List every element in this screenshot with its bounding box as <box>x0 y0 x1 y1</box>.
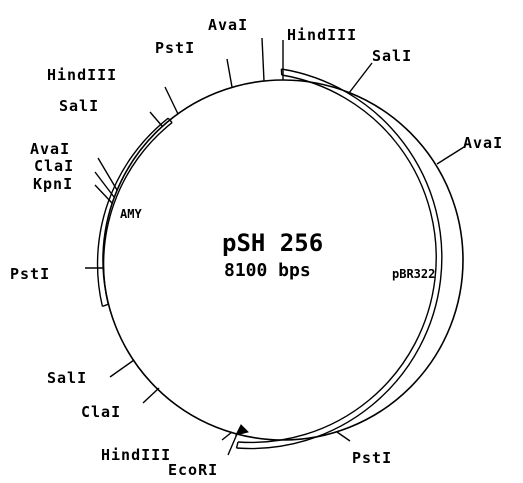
site-label-sal1-upperleft: SalI <box>59 97 99 115</box>
tick-hind3-upperleft <box>164 86 179 115</box>
site-label-ecor1: EcoRI <box>168 461 218 479</box>
tick-ava1-top <box>261 37 265 82</box>
tick-pst1-bottomright <box>336 431 351 442</box>
site-label-pst1-bottomright: PstI <box>352 449 392 467</box>
tick-cla1-left <box>94 171 115 198</box>
tick-ava1-right <box>436 146 465 165</box>
plasmid-size: 8100 bps <box>224 260 311 281</box>
tick-ava1-left <box>97 157 118 191</box>
site-label-pst1-top: PstI <box>155 39 195 57</box>
site-label-hind3-bottom: HindIII <box>101 446 171 464</box>
region-label-pbr322: pBR322 <box>392 267 435 281</box>
tick-kpn1 <box>94 184 113 204</box>
site-label-cla1-bottom: ClaI <box>81 403 121 421</box>
site-label-sal1-bottomleft: SalI <box>47 369 87 387</box>
plasmid-name: pSH 256 <box>222 229 323 257</box>
tick-hind3-bottom <box>221 431 233 441</box>
site-label-kpn1: KpnI <box>33 175 73 193</box>
site-ticks <box>85 37 465 456</box>
tick-ecor1 <box>227 433 238 456</box>
site-label-hind3-upperleft: HindIII <box>47 66 117 84</box>
site-label-cla1-left: ClaI <box>34 157 74 175</box>
amy-region <box>96 117 173 308</box>
site-label-ava1-right: AvaI <box>463 134 503 152</box>
tick-sal1-bottomleft <box>109 359 135 378</box>
region-label-amy: AMY <box>120 207 142 221</box>
site-label-hind3-top: HindIII <box>287 26 357 44</box>
tick-sal1-topright <box>348 62 373 94</box>
site-label-ava1-top: AvaI <box>208 16 248 34</box>
tick-pst1-top <box>226 58 233 88</box>
site-label-pst1-left: PstI <box>10 265 50 283</box>
site-label-sal1-topright: SalI <box>372 47 412 65</box>
tick-cla1-bottom <box>142 387 160 404</box>
site-label-ava1-left: AvaI <box>30 140 70 158</box>
pbr322-region <box>235 68 443 450</box>
tick-sal1-upperleft <box>149 111 163 127</box>
